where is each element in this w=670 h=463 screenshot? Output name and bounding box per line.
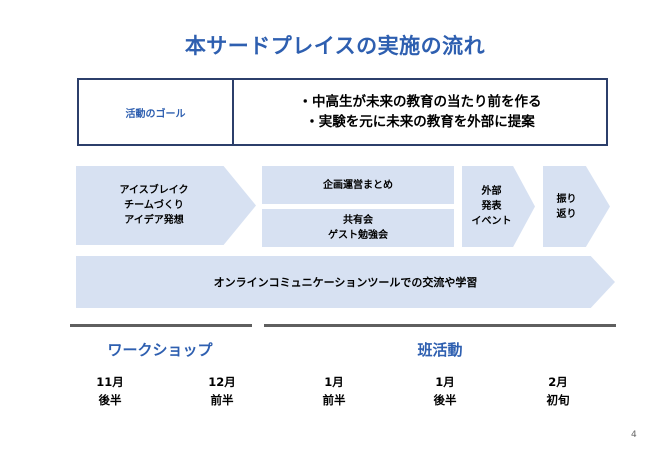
timeline-month: 11月 <box>96 375 124 389</box>
step1-line-2: チームづくり <box>124 200 184 211</box>
step3-line-1: 外部 <box>481 186 502 197</box>
page-title: 本サードプレイスの実施の流れ <box>184 34 486 58</box>
online-communication-label: オンラインコミュニケーションツールでの交流や学習 <box>213 275 478 289</box>
timeline-month: 2月 <box>548 375 568 389</box>
club-phase-line <box>264 324 616 327</box>
step2b-line-2: ゲスト勉強会 <box>328 230 388 241</box>
step3-line-3: イベント <box>471 216 512 227</box>
timeline-jan-early: 1月 前半 <box>304 373 364 409</box>
flow-online-communication: オンラインコミュニケーションツールでの交流や学習 <box>76 256 615 308</box>
flow-step-planning: 企画運営まとめ <box>262 166 454 204</box>
goal-box: 活動のゴール ・中高生が未来の教育の当たり前を作る ・実験を元に未来の教育を外部… <box>77 78 608 146</box>
step4-line-2: 返り <box>556 208 577 220</box>
timeline-nov-late: 11月 後半 <box>80 373 140 409</box>
goal-divider <box>232 80 234 144</box>
timeline-month: 12月 <box>208 375 236 389</box>
flow-step-icebreak: アイスブレイク チームづくり アイデア発想 <box>76 166 256 245</box>
timeline-period: 後半 <box>433 393 457 407</box>
workshop-phase-label: ワークショップ <box>107 341 213 359</box>
step1-line-3: アイデア発想 <box>124 215 184 226</box>
timeline-dec-early: 12月 前半 <box>192 373 252 409</box>
page-number: 4 <box>631 430 637 440</box>
flow-step-review: 振り 返り <box>543 166 610 247</box>
goal-line-2: ・実験を元に未来の教育を外部に提案 <box>305 114 535 130</box>
step2a-line-1: 企画運営まとめ <box>323 179 393 191</box>
timeline-period: 前半 <box>322 393 346 407</box>
timeline-period: 初旬 <box>546 393 570 407</box>
timeline-period: 前半 <box>210 393 234 407</box>
flow-step-presentation: 外部 発表 イベント <box>462 166 535 247</box>
goal-lines: ・中高生が未来の教育の当たり前を作る ・実験を元に未来の教育を外部に提案 <box>234 80 606 144</box>
timeline-period: 後半 <box>98 393 122 407</box>
goal-line-1: ・中高生が未来の教育の当たり前を作る <box>298 94 542 110</box>
step3-line-2: 発表 <box>481 201 502 212</box>
step4-line-1: 振り <box>556 193 577 205</box>
flow-step-sharing: 共有会 ゲスト勉強会 <box>262 209 454 247</box>
timeline-feb-early: 2月 初旬 <box>528 373 588 409</box>
workshop-phase-line <box>70 324 252 327</box>
step1-line-1: アイスブレイク <box>119 185 189 196</box>
timeline-month: 1月 <box>435 375 455 389</box>
timeline-jan-late: 1月 後半 <box>415 373 475 409</box>
step2b-line-1: 共有会 <box>343 215 373 226</box>
timeline-month: 1月 <box>324 375 344 389</box>
goal-label: 活動のゴール <box>125 108 186 120</box>
club-phase-label: 班活動 <box>417 341 463 359</box>
